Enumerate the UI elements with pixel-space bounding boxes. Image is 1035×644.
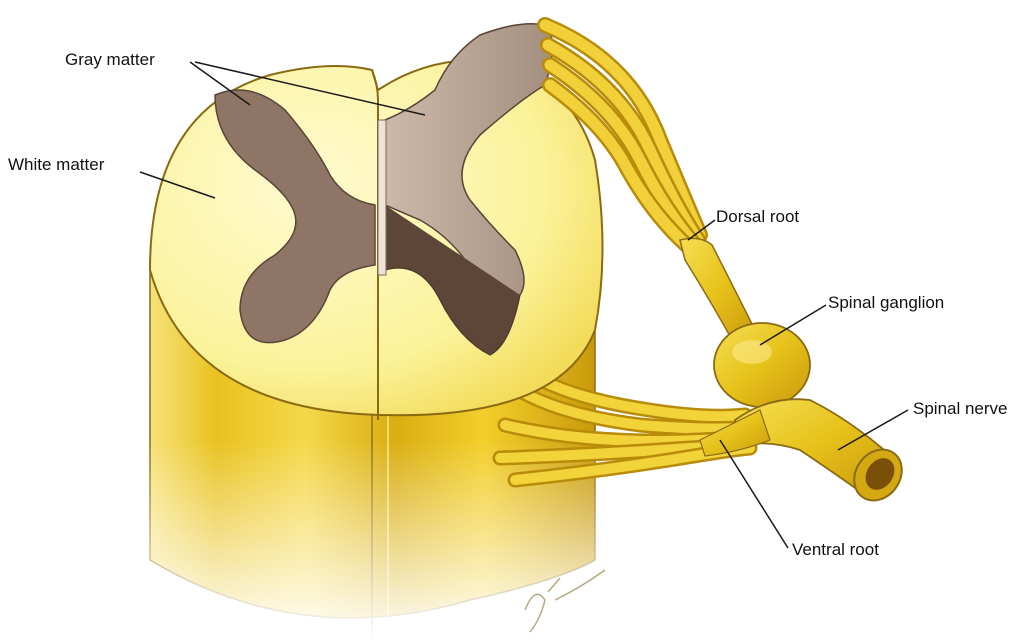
label-gray-matter: Gray matter [65,50,155,69]
label-white-matter: White matter [8,155,105,174]
label-spinal-ganglion: Spinal ganglion [828,293,944,312]
label-ventral-root: Ventral root [792,540,879,559]
spinal-ganglion [714,323,810,407]
label-dorsal-root: Dorsal root [716,207,799,226]
leader-ventral-root [720,440,788,548]
label-spinal-nerve: Spinal nerve [913,399,1008,418]
